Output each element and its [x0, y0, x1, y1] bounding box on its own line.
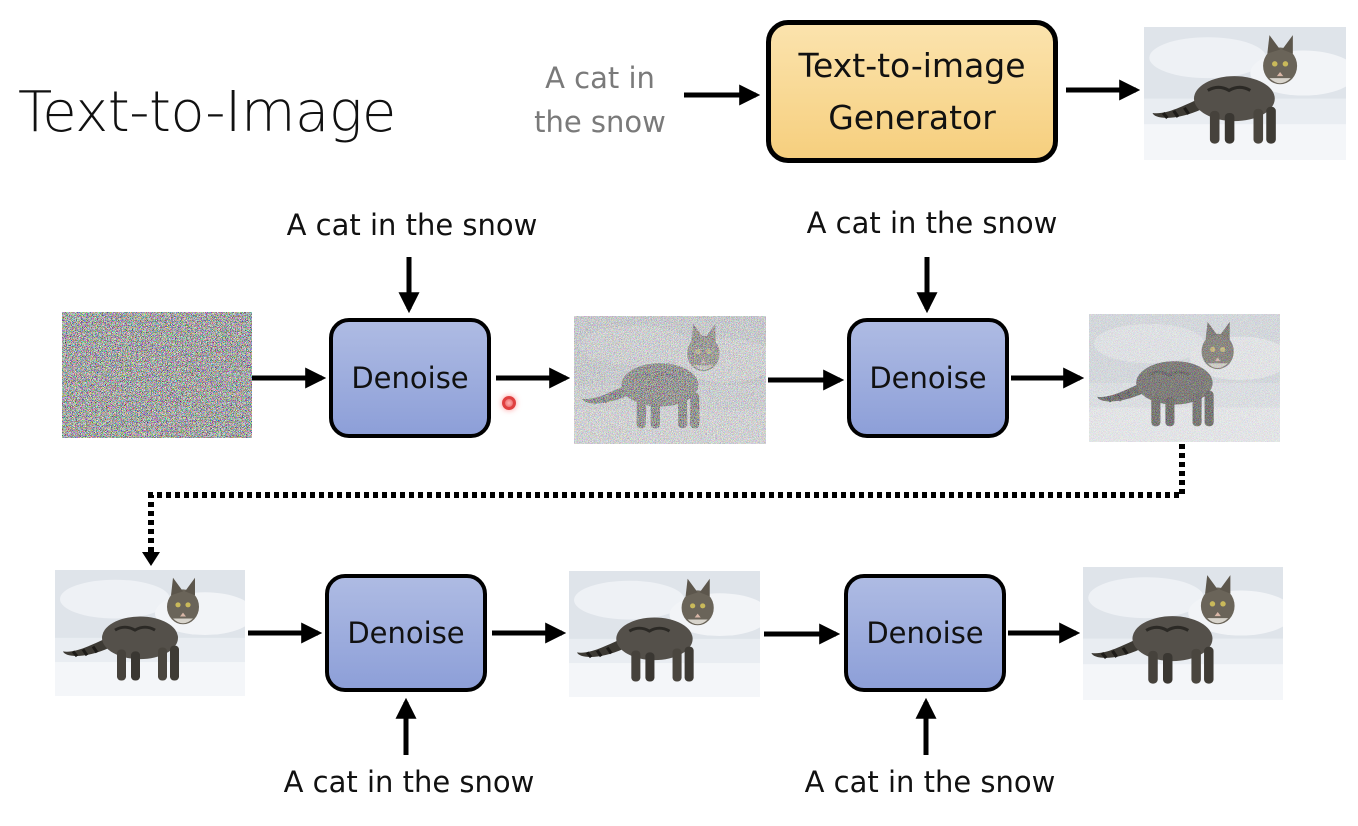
clean-cat-image-3: [1083, 567, 1283, 700]
laser-pointer-dot: [502, 396, 516, 410]
denoise-box-2: Denoise: [847, 318, 1009, 438]
condition-text-2: A cat in the snow: [799, 206, 1065, 240]
pure-noise-image: [62, 312, 252, 438]
condition-text-3: A cat in the snow: [276, 765, 542, 799]
lightly-noisy-cat-image: [1089, 314, 1280, 442]
clean-cat-image-1: [55, 570, 245, 696]
denoise-box-1: Denoise: [329, 318, 491, 438]
condition-text-1: A cat in the snow: [279, 208, 545, 242]
denoise-box-4: Denoise: [844, 574, 1006, 692]
condition-text-4: A cat in the snow: [797, 765, 1063, 799]
denoise-box-3: Denoise: [325, 574, 487, 692]
clean-cat-image-2: [569, 571, 760, 697]
dotted-connector-head: [142, 552, 160, 566]
dotted-connector: [151, 444, 1182, 558]
heavily-noisy-cat-image: [574, 316, 766, 444]
